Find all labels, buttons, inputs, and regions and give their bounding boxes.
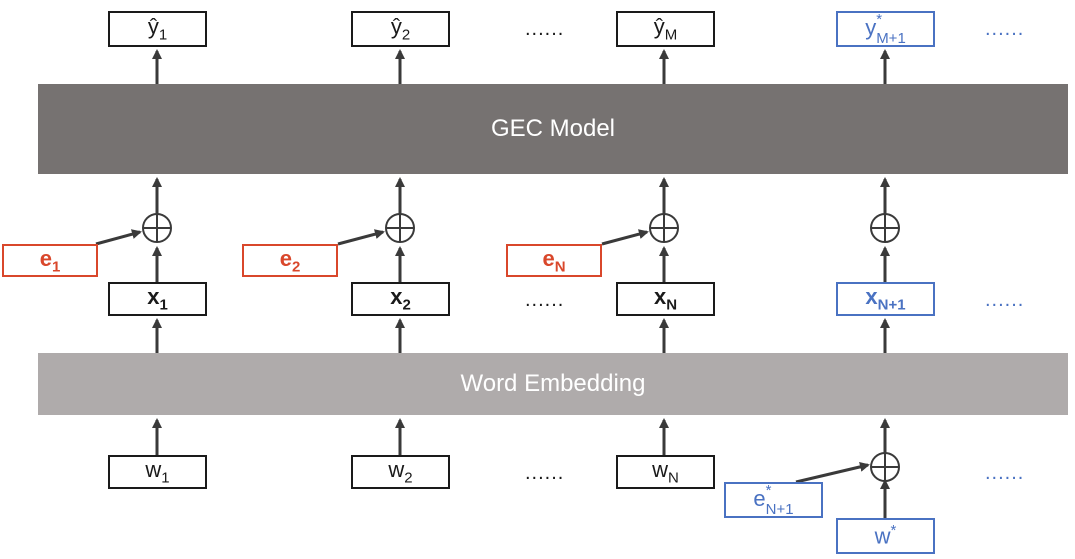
output-ellipsis: ...... [525,18,565,40]
word-box-1: w1 [108,455,207,489]
word-box-2: w2 [351,455,450,489]
word-1-sub: 1 [161,469,170,487]
error-1-base: e [39,245,52,271]
error-box-n: eN [506,244,602,277]
input-x-n-sub: N [666,296,678,314]
oplus-n [649,213,679,243]
error-box-new: e* N+1 [724,482,823,518]
error-new-sub: N+1 [765,501,794,518]
input-x-box-2: x2 [351,282,450,316]
word-box-n: wN [616,455,715,489]
error-2-sub: 2 [291,258,301,276]
word-n-sub: N [668,469,679,487]
output-box-1: ŷ1 [108,11,207,47]
input-x-ellipsis-new: ...... [985,289,1025,311]
word-box-new: w* [836,518,935,554]
word-new-base: w [874,523,891,549]
oplus-new [870,213,900,243]
error-2-base: e [279,245,292,271]
input-x-2-sub: 2 [402,296,411,314]
output-m-sub: M [664,26,678,44]
input-x-ellipsis: ...... [525,289,565,311]
word-2-sub: 2 [404,469,413,487]
gec-model-band [38,84,1068,174]
arrow-e2-to-oplus [337,229,385,246]
input-x-new-sub: N+1 [877,296,906,314]
word-ellipsis-new: ...... [985,462,1025,484]
output-1-base: ŷ [147,14,159,40]
input-x-1-base: x [147,284,160,310]
output-2-base: ŷ [390,14,402,40]
input-x-box-1: x1 [108,282,207,316]
output-m-base: ŷ [653,14,665,40]
error-box-1: e1 [2,244,98,277]
error-new-sup: * [765,482,772,499]
input-x-box-n: xN [616,282,715,316]
word-ellipsis: ...... [525,462,565,484]
output-new-sup: * [876,11,883,28]
arrow-en-to-oplus [601,229,649,246]
input-x-2-base: x [390,284,403,310]
output-2-sub: 2 [401,26,411,44]
arrow-estar-to-oplus [795,461,870,484]
word-new-sup: * [890,522,897,540]
input-x-new-base: x [865,284,878,310]
output-box-2: ŷ2 [351,11,450,47]
oplus-word-new [870,452,900,482]
error-n-sub: N [554,258,566,276]
output-new-base: y [865,14,877,40]
output-ellipsis-new: ...... [985,18,1025,40]
gec-model-label: GEC Model [490,115,616,142]
arrow-e1-to-oplus [95,229,142,246]
output-1-sub: 1 [158,26,168,44]
input-x-1-sub: 1 [159,296,168,314]
word-2-base: w [388,457,405,483]
oplus-2 [385,213,415,243]
oplus-1 [142,213,172,243]
error-box-2: e2 [242,244,338,277]
output-new-sub: M+1 [876,30,906,47]
output-box-new: y* M+1 [836,11,935,47]
word-1-base: w [145,457,162,483]
word-embedding-band [38,353,1068,415]
input-x-box-new: xN+1 [836,282,935,316]
input-x-n-base: x [653,284,667,310]
word-n-base: w [652,457,669,483]
error-new-base: e [753,485,766,511]
output-box-m: ŷM [616,11,715,47]
word-embedding-label: Word Embedding [460,370,646,397]
error-n-base: e [542,245,555,271]
error-1-sub: 1 [51,258,61,276]
